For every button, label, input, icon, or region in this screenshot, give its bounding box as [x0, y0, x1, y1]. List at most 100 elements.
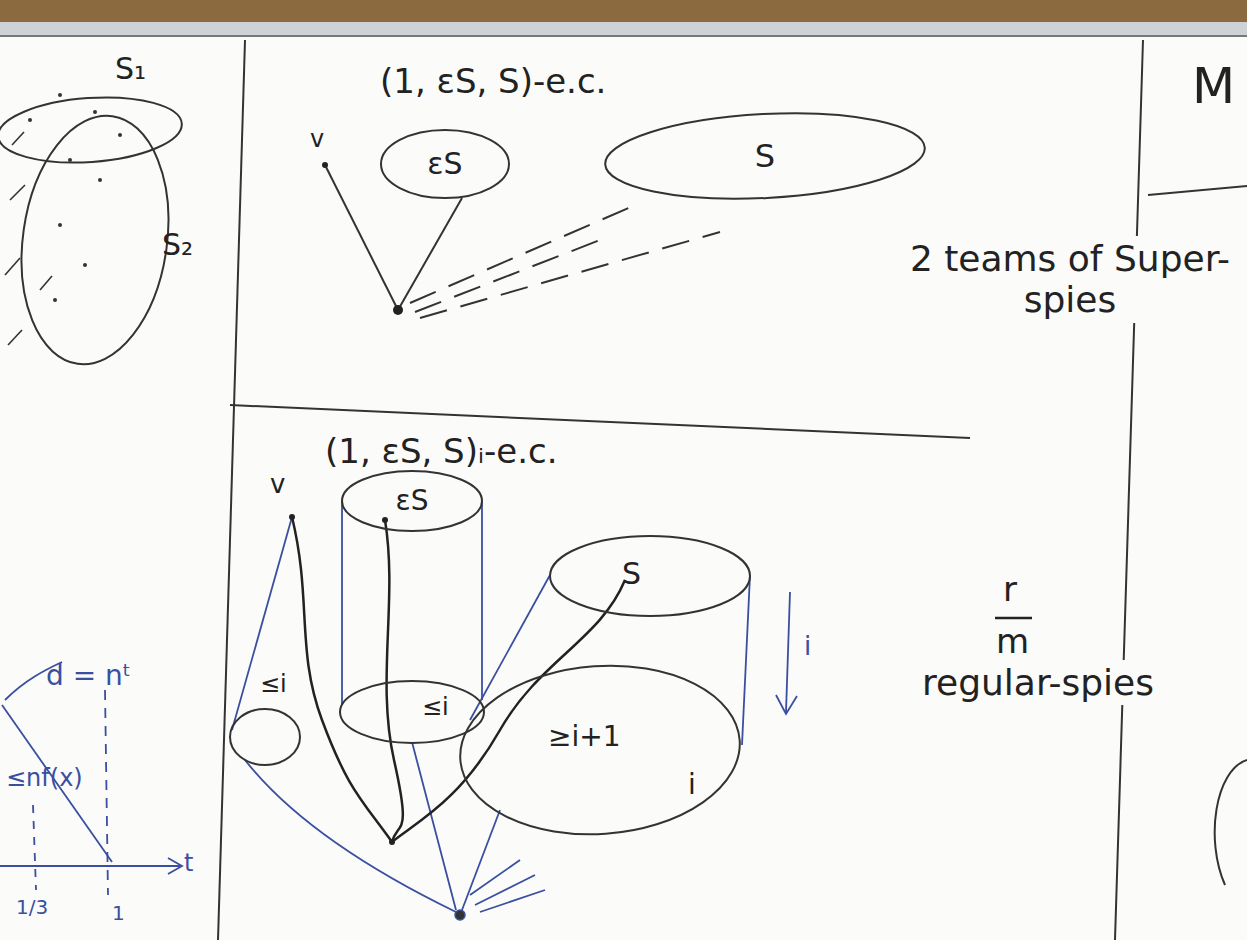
sketch-stroke — [40, 276, 52, 290]
board-note: (1, εS, S)-e.c. — [380, 62, 606, 101]
sketch-stroke — [420, 232, 720, 318]
board-note: v — [270, 470, 285, 500]
sketch-stroke — [8, 330, 22, 345]
sketch-stroke — [98, 178, 102, 182]
sketch-stroke — [325, 165, 398, 310]
sketch-stroke — [289, 514, 295, 520]
sketch-stroke — [83, 263, 87, 267]
sketch-stroke — [53, 298, 57, 302]
sketch-stroke — [232, 500, 797, 912]
ellipse-outline — [550, 535, 750, 617]
sketch-stroke — [470, 860, 520, 895]
ellipse-stroke — [6, 106, 183, 374]
board-note: m — [996, 622, 1029, 661]
set-name: ≤i — [260, 671, 287, 699]
ellipse-outline — [340, 680, 485, 744]
sketch-stroke — [410, 203, 720, 318]
sketch-stroke — [292, 517, 392, 842]
sketch-stroke — [392, 580, 625, 842]
sketch-stroke — [481, 500, 483, 700]
sketch-stroke — [776, 695, 797, 714]
sketch-stroke — [382, 517, 388, 523]
board-note: M — [1192, 58, 1235, 116]
sketch-stroke — [389, 839, 395, 845]
board-note: i — [804, 632, 811, 662]
sketch-stroke — [480, 890, 545, 912]
sketch-stroke — [10, 185, 25, 200]
ellipse-stroke — [230, 709, 300, 765]
sketch-stroke — [393, 305, 403, 315]
sketch-stroke — [93, 110, 97, 114]
sketch-stroke — [292, 517, 625, 842]
sketch-stroke — [28, 93, 122, 302]
sketch-stroke — [68, 158, 72, 162]
set-name: εS — [427, 147, 462, 182]
sketch-stroke — [58, 223, 62, 227]
sketch-stroke — [0, 662, 182, 895]
sketch-stroke — [341, 500, 343, 705]
sketch-stroke — [5, 258, 20, 275]
sketch-stroke — [0, 22, 1247, 36]
board-note: 1 — [112, 902, 125, 925]
sketch-stroke — [412, 742, 456, 910]
set-ellipse: ≤i — [230, 705, 300, 765]
board-note: 2 teams of Super-spies — [900, 238, 1240, 321]
ellipse-stroke — [603, 106, 927, 207]
sketch-stroke — [475, 875, 535, 905]
set-name: ≥i+1 — [548, 721, 621, 753]
sketch-stroke — [2, 705, 112, 862]
ellipse-stroke — [550, 536, 750, 616]
sketch-stroke — [168, 858, 182, 874]
set-name: S₂ — [162, 228, 193, 263]
board-note: (1, εS, S)ᵢ-e.c. — [325, 432, 558, 471]
set-name: εS — [396, 485, 429, 517]
sketch-stroke — [0, 35, 1247, 37]
sketch-stroke — [742, 575, 750, 745]
board-note: v — [310, 126, 324, 154]
sketch-stroke — [118, 133, 122, 137]
sketch-stroke — [325, 165, 720, 318]
sketch-stroke — [12, 132, 24, 145]
set-ellipse: εS — [342, 470, 482, 532]
set-name: ≤i — [422, 694, 449, 722]
sketch-stroke — [28, 118, 32, 122]
set-ellipse: S₁ — [0, 60, 200, 170]
sketch-stroke — [1115, 40, 1143, 940]
sketch-stroke — [232, 517, 292, 730]
sketch-stroke — [322, 162, 328, 168]
sketch-stroke — [1148, 186, 1247, 195]
sketch-stroke — [455, 910, 465, 920]
board-note: 1/3 — [16, 896, 48, 919]
sketch-stroke — [786, 592, 790, 712]
board-note: d = nᵗ — [46, 660, 131, 692]
board-note: regular-spies — [922, 662, 1154, 703]
set-ellipse: ≥i+1 i — [460, 665, 740, 835]
set-ellipse: S₂ — [10, 110, 220, 370]
set-name: S₁ — [115, 52, 146, 87]
sketch-stroke — [470, 575, 550, 720]
set-ellipse: S — [605, 112, 925, 200]
ellipse-outline — [230, 705, 300, 765]
sketch-stroke — [33, 805, 36, 890]
sketch-stroke — [1215, 760, 1247, 885]
ellipse-stroke — [454, 656, 745, 843]
set-ellipse: εS — [380, 128, 510, 200]
sketch-stroke — [415, 240, 600, 312]
set-name: S — [622, 557, 641, 592]
sketch-stroke — [58, 93, 62, 97]
board-note: ≤nf(x) — [6, 765, 83, 793]
ellipse-stroke — [342, 471, 482, 531]
ellipse-outline — [0, 60, 200, 170]
set-ellipse: S — [550, 535, 750, 617]
board-note: r — [1003, 570, 1017, 609]
set-name: i — [688, 769, 696, 801]
sketch-stroke — [105, 690, 108, 895]
sketch-stroke — [0, 865, 180, 867]
ellipse-stroke — [340, 681, 484, 743]
sketch-stroke — [398, 198, 462, 310]
sketch-stroke — [218, 40, 1247, 940]
sketch-stroke — [995, 617, 1032, 620]
sketch-stroke — [0, 0, 1247, 22]
